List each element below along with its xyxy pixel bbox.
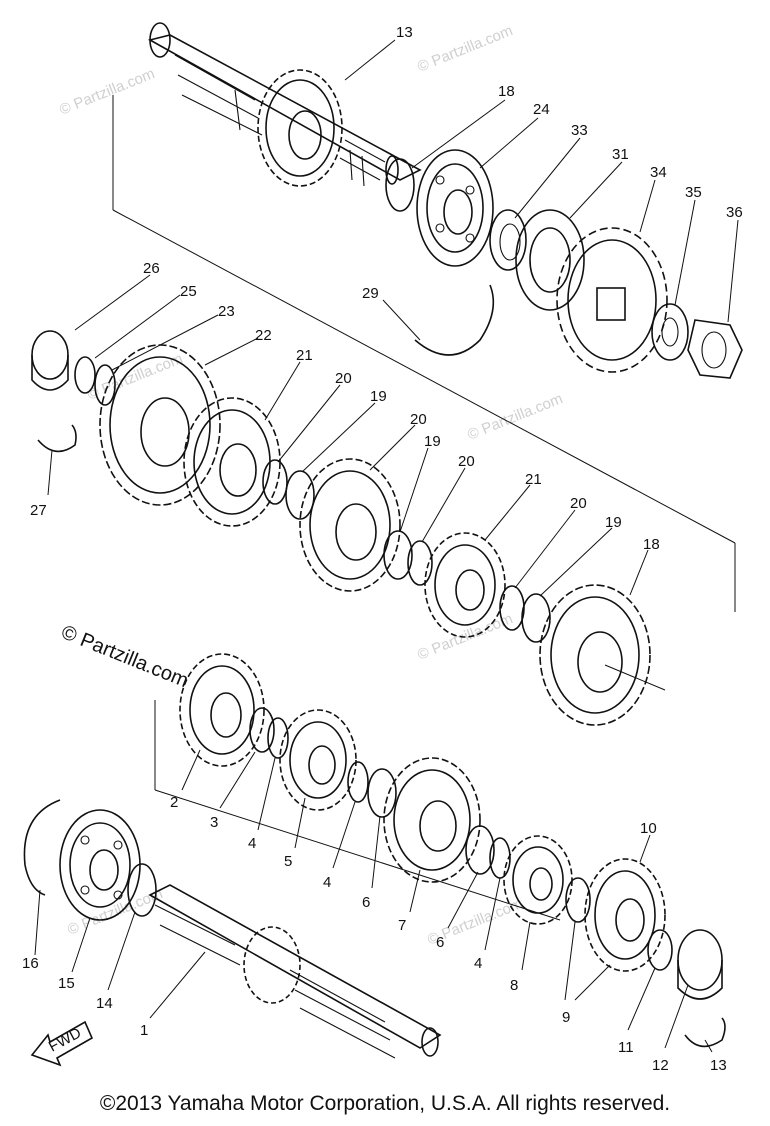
gear-7 xyxy=(383,757,481,883)
gear-2 xyxy=(179,653,265,767)
callout-1: 1 xyxy=(140,1022,148,1039)
washer-11 xyxy=(647,929,673,971)
main-axle-assembly xyxy=(23,653,726,1059)
circlip-4 xyxy=(347,761,369,803)
callout-22: 20 xyxy=(410,411,427,428)
callout-34: 34 xyxy=(650,164,667,181)
washer-6 xyxy=(465,825,495,875)
callout-19: 19 xyxy=(370,388,387,405)
gear-17 xyxy=(257,69,343,187)
washer-14 xyxy=(127,863,157,917)
callout-6: 6 xyxy=(362,894,370,911)
callout-4: 4 xyxy=(474,955,482,972)
callout-24: 22 xyxy=(255,327,272,344)
watermark-prominent: © Partzilla.com xyxy=(58,621,191,692)
callout-4: 4 xyxy=(323,874,331,891)
drive-axle-assembly xyxy=(112,22,743,612)
gear-23 xyxy=(183,397,281,527)
callout-12: 12 xyxy=(652,1057,669,1074)
copyright-notice: ©2013 Yamaha Motor Corporation, U.S.A. A… xyxy=(99,1092,671,1115)
callout-30: 24 xyxy=(533,101,550,118)
callout-11: 11 xyxy=(618,1039,634,1056)
washer-6 xyxy=(367,768,397,818)
fwd-arrow-icon: FWD xyxy=(30,1020,94,1067)
drive-sprocket-34 xyxy=(556,227,668,373)
drive-axle xyxy=(147,22,422,187)
circlip-20 xyxy=(262,459,288,505)
callout-20: 20 xyxy=(570,495,587,512)
clip-31 xyxy=(414,284,495,356)
callout-3: 3 xyxy=(210,814,218,831)
clip-28 xyxy=(37,424,77,453)
callout-17: 13 xyxy=(396,24,413,41)
clip-13 xyxy=(684,1017,726,1048)
main-axle xyxy=(148,884,442,1059)
callout-35: 35 xyxy=(685,184,702,201)
callout-28: 27 xyxy=(30,502,47,519)
washer-19 xyxy=(383,530,413,580)
callout-15: 15 xyxy=(58,975,75,992)
callout-27: 26 xyxy=(143,260,160,277)
callout-21: 21 xyxy=(525,471,542,488)
gear-5 xyxy=(279,709,357,811)
drive-axle-gears xyxy=(31,330,666,726)
gear-10 xyxy=(584,858,666,972)
washer-3 xyxy=(249,707,275,753)
lock-washer-35 xyxy=(651,303,689,361)
gear-22 xyxy=(299,458,401,592)
callout-14: 14 xyxy=(96,995,113,1012)
watermark-text: © Partzilla.com xyxy=(415,22,515,76)
gear-18 xyxy=(539,584,651,726)
bearing-30 xyxy=(416,149,494,267)
callout-19: 19 xyxy=(424,433,441,450)
callout-2: 2 xyxy=(170,794,178,811)
circlip-4 xyxy=(267,717,289,759)
washer-19 xyxy=(285,470,315,520)
callout-labels: 13 18 24 33 31 34 35 36 29 26 25 23 22 2… xyxy=(22,24,743,1074)
bearing-27 xyxy=(31,330,69,391)
collar-33 xyxy=(489,209,527,271)
callout-8: 8 xyxy=(510,977,518,994)
callout-7: 7 xyxy=(398,917,406,934)
washer-25 xyxy=(94,364,116,406)
callout-5: 5 xyxy=(284,853,292,870)
callout-26: 25 xyxy=(180,283,197,300)
callout-6: 6 xyxy=(436,934,444,951)
callout-23: 21 xyxy=(296,347,313,364)
gear-21 xyxy=(424,532,506,638)
callout-20: 20 xyxy=(458,453,475,470)
callout-32: 31 xyxy=(612,146,629,163)
callout-31: 29 xyxy=(362,285,379,302)
callout-33: 33 xyxy=(571,122,588,139)
callout-29: 18 xyxy=(498,83,515,100)
bearing-12 xyxy=(677,929,723,1000)
washer-19 xyxy=(521,593,551,643)
callout-36: 36 xyxy=(726,204,743,221)
callout-13: 13 xyxy=(710,1057,727,1074)
watermark-text: © Partzilla.com xyxy=(465,390,565,444)
callout-20: 20 xyxy=(335,370,352,387)
circlip-16 xyxy=(23,799,61,896)
washer-26 xyxy=(74,356,96,394)
callout-19: 19 xyxy=(605,514,622,531)
callout-16: 16 xyxy=(22,955,39,972)
callout-9: 9 xyxy=(562,1009,570,1026)
washer-9 xyxy=(565,877,591,923)
callout-10: 10 xyxy=(640,820,657,837)
washer-29 xyxy=(385,158,415,212)
callout-18: 18 xyxy=(643,536,660,553)
fwd-label: FWD xyxy=(46,1024,84,1055)
callout-25: 23 xyxy=(218,303,235,320)
callout-4: 4 xyxy=(248,835,256,852)
circlip-20 xyxy=(407,540,433,586)
watermark-text: © Partzilla.com xyxy=(57,65,157,119)
oil-seal-32 xyxy=(515,209,585,311)
nut-36 xyxy=(687,319,743,379)
bearing-15 xyxy=(59,809,141,921)
